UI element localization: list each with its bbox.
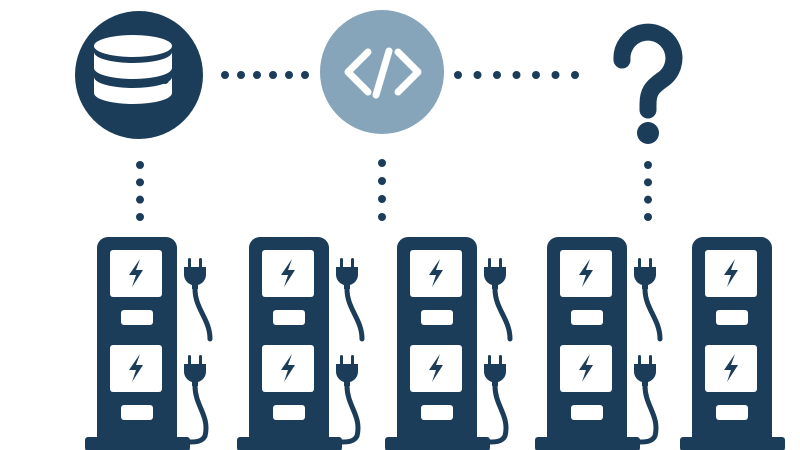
- cable: [492, 286, 513, 342]
- lightning-bolt-icon: [579, 259, 593, 287]
- lightning-bolt-icon: [129, 354, 143, 382]
- station-slot: [273, 310, 305, 325]
- plug-icon: [634, 258, 663, 342]
- dot: [378, 159, 386, 167]
- dot: [136, 213, 144, 221]
- cable: [642, 286, 663, 342]
- charging-station: [237, 237, 365, 450]
- cable: [637, 383, 659, 445]
- dotted-line: [378, 159, 386, 221]
- dotted-connectors: [136, 71, 652, 221]
- question-mark-icon: [613, 23, 683, 144]
- charging-stations: [85, 237, 785, 450]
- dot: [136, 161, 144, 169]
- charging-station: [535, 237, 663, 450]
- dot: [301, 71, 309, 79]
- station-slot: [716, 310, 748, 325]
- dot: [136, 178, 144, 187]
- station-slot: [421, 405, 453, 420]
- lightning-bolt-icon: [129, 259, 143, 287]
- cable: [187, 383, 209, 445]
- code-node: [320, 10, 444, 134]
- station-slot: [716, 405, 748, 420]
- charging-station: [385, 237, 513, 450]
- plug-icon: [634, 355, 659, 445]
- dot: [644, 213, 652, 221]
- lightning-bolt-icon: [281, 354, 295, 382]
- dot: [571, 71, 579, 79]
- station-base: [535, 437, 640, 450]
- cable: [487, 383, 509, 445]
- lightning-bolt-icon: [429, 354, 443, 382]
- dot: [551, 71, 560, 79]
- dot: [493, 71, 501, 79]
- database-icon: [94, 35, 172, 109]
- station-slot: [571, 405, 603, 420]
- station-slot: [571, 310, 603, 325]
- dot: [512, 71, 521, 79]
- station-base: [385, 437, 490, 450]
- station-base: [85, 437, 190, 450]
- dot: [644, 161, 652, 169]
- station-slot: [273, 405, 305, 420]
- lightning-bolt-icon: [281, 259, 295, 287]
- lightning-bolt-icon: [724, 259, 738, 287]
- station-slot: [121, 405, 153, 420]
- cable: [192, 286, 213, 342]
- dot: [473, 71, 482, 79]
- dot: [253, 71, 261, 79]
- plug-icon: [484, 258, 513, 342]
- dot: [644, 195, 652, 204]
- dot: [237, 71, 245, 79]
- dot: [378, 177, 386, 185]
- database-node: [75, 11, 203, 139]
- charging-station: [85, 237, 213, 450]
- station-base: [680, 437, 785, 450]
- station-slot: [121, 310, 153, 325]
- station-base: [237, 437, 342, 450]
- dot: [454, 71, 462, 79]
- dotted-line: [644, 161, 652, 221]
- dot: [221, 71, 229, 79]
- lightning-bolt-icon: [579, 354, 593, 382]
- dot: [532, 71, 540, 79]
- plug-icon: [184, 355, 209, 445]
- dot: [644, 178, 652, 187]
- plug-icon: [184, 258, 213, 342]
- lightning-bolt-icon: [429, 259, 443, 287]
- charging-station: [680, 237, 785, 450]
- dot: [285, 71, 293, 79]
- plug-icon: [336, 355, 361, 445]
- plug-icon: [484, 355, 509, 445]
- lightning-bolt-icon: [724, 354, 738, 382]
- station-slot: [421, 310, 453, 325]
- cable: [344, 286, 365, 342]
- dotted-line: [454, 71, 579, 79]
- plug-icon: [336, 258, 365, 342]
- code-icon: [344, 47, 422, 99]
- dot: [136, 195, 144, 204]
- dot: [378, 213, 386, 221]
- dot: [378, 195, 386, 203]
- dotted-line: [221, 71, 309, 79]
- dot: [269, 71, 277, 79]
- dotted-line: [136, 161, 144, 221]
- cable: [339, 383, 361, 445]
